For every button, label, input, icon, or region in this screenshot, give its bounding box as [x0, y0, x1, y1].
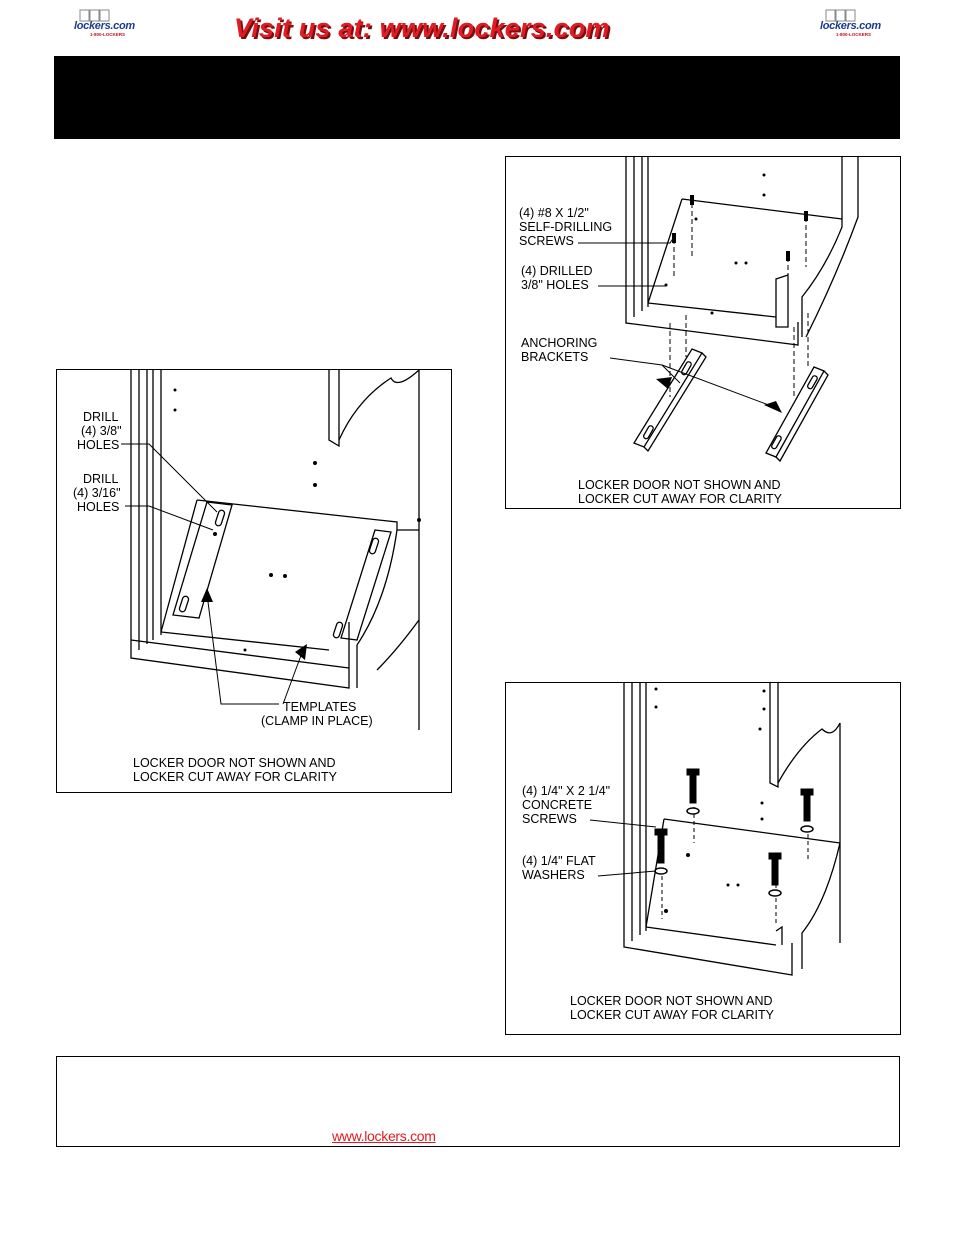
note-line-2: LOCKER CUT AWAY FOR CLARITY — [570, 1008, 775, 1022]
title-bar — [54, 56, 900, 139]
note-line-1: LOCKER DOOR NOT SHOWN AND — [133, 756, 336, 770]
label-brackets-2: BRACKETS — [521, 350, 588, 364]
locker-drawing: (4) 1/4" X 2 1/4" CONCRETE SCREWS (4) 1/… — [522, 683, 841, 1022]
logo-phone: 1-800-LOCKERS — [90, 32, 126, 37]
label-screws-3: SCREWS — [519, 234, 574, 248]
label-drill-large-3: HOLES — [77, 438, 119, 452]
footer-box: www.lockers.com — [56, 1056, 900, 1147]
figure-anchoring-brackets: (4) #8 X 1/2" SELF-DRILLING SCREWS (4) D… — [505, 156, 901, 509]
logo-phone: 1-800-LOCKERS — [836, 32, 872, 37]
label-screws-2: SELF-DRILLING — [519, 220, 612, 234]
note-line-1: LOCKER DOOR NOT SHOWN AND — [578, 478, 781, 492]
label-drill-small-1: DRILL — [83, 472, 118, 486]
lockers-logo-left: lockers.com 1-800-LOCKERS — [72, 8, 142, 44]
label-drill-small-3: HOLES — [77, 500, 119, 514]
figure-drill-templates: DRILL (4) 3/8" HOLES DRILL (4) 3/16" HOL… — [56, 369, 452, 793]
footer-link[interactable]: www.lockers.com — [332, 1128, 436, 1144]
label-templates-1: TEMPLATES — [283, 700, 356, 714]
visit-banner[interactable]: Visit us at: www.lockers.com — [234, 13, 610, 43]
label-washers-2: WASHERS — [522, 868, 585, 882]
label-drilled-2: 3/8" HOLES — [521, 278, 589, 292]
label-drilled-1: (4) DRILLED — [521, 264, 593, 278]
label-brackets-1: ANCHORING — [521, 336, 597, 350]
locker-icon — [825, 9, 856, 22]
label-concrete-3: SCREWS — [522, 812, 577, 826]
label-drill-large-2: (4) 3/8" — [81, 424, 122, 438]
locker-drawing: DRILL (4) 3/8" HOLES DRILL (4) 3/16" HOL… — [73, 370, 421, 784]
locker-drawing: (4) #8 X 1/2" SELF-DRILLING SCREWS (4) D… — [519, 157, 859, 506]
logo-wordmark: lockers.com — [74, 20, 135, 32]
label-screws-1: (4) #8 X 1/2" — [519, 206, 589, 220]
label-drill-small-2: (4) 3/16" — [73, 486, 121, 500]
label-concrete-2: CONCRETE — [522, 798, 592, 812]
note-line-2: LOCKER CUT AWAY FOR CLARITY — [133, 770, 338, 784]
logo-wordmark: lockers.com — [820, 20, 881, 32]
lockers-logo-right: lockers.com 1-800-LOCKERS — [818, 8, 888, 44]
label-drill-large-1: DRILL — [83, 410, 118, 424]
label-washers-1: (4) 1/4" FLAT — [522, 854, 596, 868]
figure-concrete-screws: (4) 1/4" X 2 1/4" CONCRETE SCREWS (4) 1/… — [505, 682, 901, 1035]
label-templates-2: (CLAMP IN PLACE) — [261, 714, 373, 728]
note-line-1: LOCKER DOOR NOT SHOWN AND — [570, 994, 773, 1008]
locker-icon — [79, 9, 110, 22]
note-line-2: LOCKER CUT AWAY FOR CLARITY — [578, 492, 783, 506]
label-concrete-1: (4) 1/4" X 2 1/4" — [522, 784, 610, 798]
